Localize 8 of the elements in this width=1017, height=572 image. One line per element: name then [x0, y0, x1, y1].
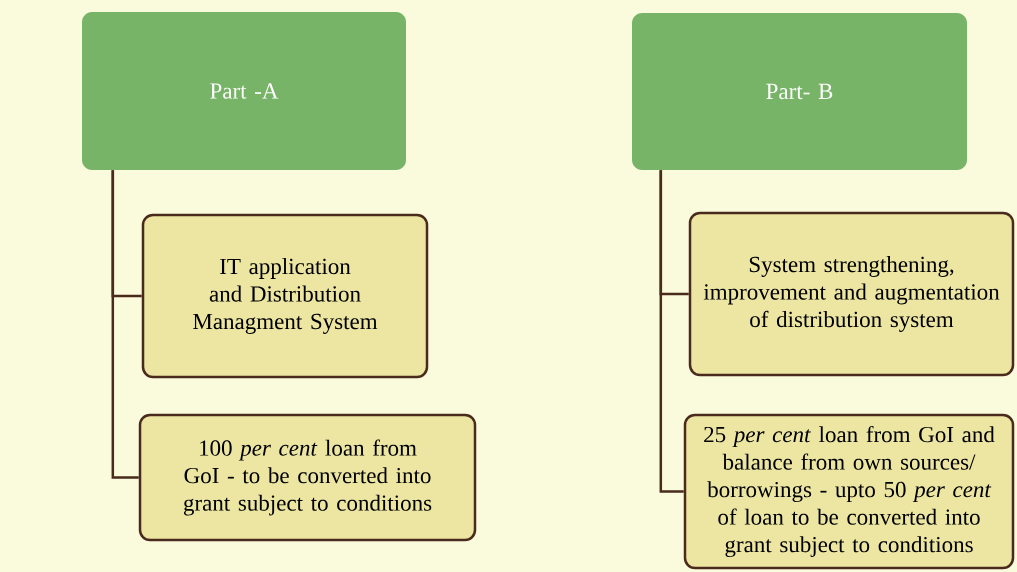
- connector-line: [111, 170, 139, 479]
- heading-box: Part- B: [632, 13, 967, 170]
- heading-box: Part -A: [82, 12, 406, 170]
- content-box: 25 per cent loan from GoI and balance from own sources/ borrowings - upto 50 per cent of loan to be converted into grant subject to conditions: [683, 413, 1015, 570]
- content-box: System strengthening, improvement and augmentation of distribution system: [688, 211, 1015, 377]
- content-box: IT application and Distribution Managment System: [141, 213, 429, 379]
- content-box: 100 per cent loan from GoI - to be converted into grant subject to conditions: [138, 413, 477, 542]
- connector-line: [659, 170, 684, 493]
